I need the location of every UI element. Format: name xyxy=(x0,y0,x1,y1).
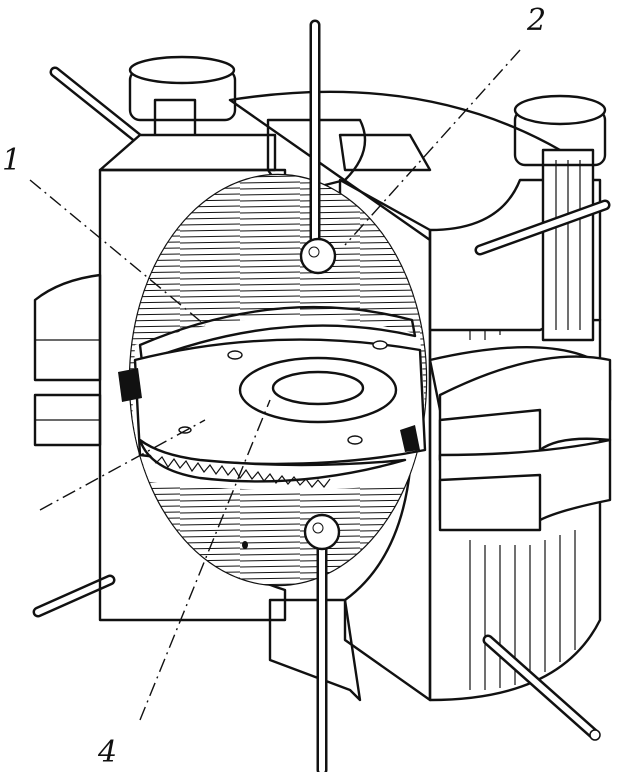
seal-band xyxy=(138,305,417,364)
part-label-4: 4 xyxy=(97,735,117,770)
rod-right-lower xyxy=(482,634,601,741)
rod-lower-left xyxy=(32,574,116,618)
electrode-bottom xyxy=(303,513,341,772)
top-back-block xyxy=(98,133,432,172)
rod-upper-left xyxy=(49,66,146,146)
diaphragm-plate xyxy=(133,338,427,549)
leader-lines xyxy=(29,49,521,721)
electrode-top xyxy=(299,19,337,275)
knurled-knob-right xyxy=(513,94,607,342)
part-label-1: 1 xyxy=(2,143,21,178)
bottom-stem-block xyxy=(268,598,362,702)
left-lugs xyxy=(33,273,102,447)
seal-blocks xyxy=(118,368,420,452)
rod-right-upper xyxy=(474,199,611,256)
part-label-2: 2 xyxy=(526,3,546,38)
